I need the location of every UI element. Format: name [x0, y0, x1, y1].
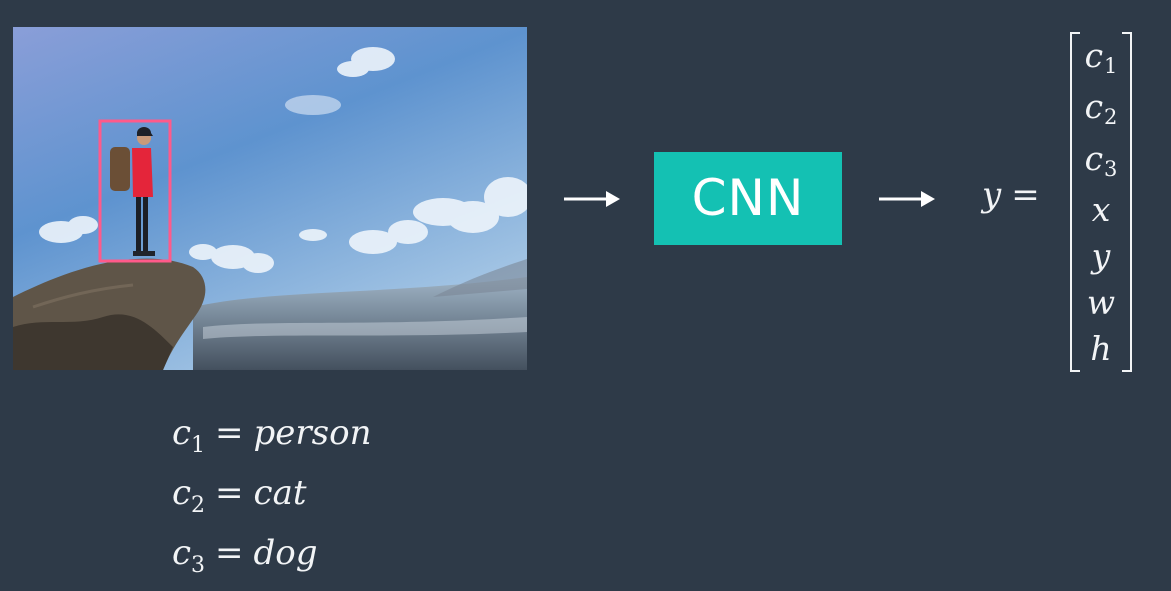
class-index: 2 — [191, 493, 206, 518]
equals-sign: = — [215, 533, 244, 573]
vector-entry-main: x — [1091, 189, 1111, 229]
vector-entry: y — [1092, 239, 1111, 272]
class-index: 3 — [191, 553, 206, 578]
arrow-right-icon — [877, 185, 939, 213]
class-definition: c2 =cat — [172, 468, 372, 528]
equals-sign: = — [1011, 175, 1040, 215]
vector-entry-main: c — [1084, 138, 1104, 178]
hiker-photo — [13, 27, 527, 370]
class-symbol: c — [172, 533, 192, 573]
vector-entry-main: y — [1091, 236, 1111, 276]
class-definition: c3 =dog — [172, 528, 372, 588]
cnn-block: CNN — [654, 152, 842, 245]
class-index: 1 — [191, 433, 206, 458]
left-bracket — [1070, 32, 1080, 372]
right-bracket — [1122, 32, 1132, 372]
vector-entry-sub: 2 — [1104, 105, 1118, 130]
vector-entry: c2 — [1085, 90, 1118, 128]
vector-entry-main: w — [1086, 282, 1116, 322]
equals-sign: = — [215, 473, 244, 513]
vector-entry-sub: 3 — [1104, 156, 1118, 181]
arrow-right-icon — [562, 185, 624, 213]
class-symbol: c — [172, 413, 192, 453]
vector-entry-main: c — [1084, 87, 1104, 127]
equals-sign: = — [215, 413, 244, 453]
vector-entry-main: c — [1084, 35, 1104, 75]
vector-entry: h — [1090, 332, 1111, 365]
class-label: person — [253, 413, 372, 453]
class-symbol: c — [172, 473, 192, 513]
output-variable: y — [982, 175, 1002, 215]
vector-entry-sub: 1 — [1104, 53, 1118, 78]
output-equation: y= — [982, 175, 1040, 215]
vector-entry: c3 — [1085, 142, 1118, 180]
vector-entry: w — [1087, 286, 1115, 319]
cnn-label: CNN — [691, 169, 805, 227]
vector-entry: x — [1092, 193, 1111, 226]
class-definition: c1 =person — [172, 408, 372, 468]
class-label: cat — [253, 473, 307, 513]
person-bounding-box — [98, 119, 172, 263]
class-label: dog — [253, 533, 318, 573]
vector-entry: c1 — [1085, 39, 1118, 77]
output-vector: c1 c2 c3 x y w h — [1078, 32, 1124, 372]
class-definitions: c1=person c2=cat c3=dog — [172, 408, 372, 588]
vector-entry-main: h — [1090, 329, 1112, 369]
